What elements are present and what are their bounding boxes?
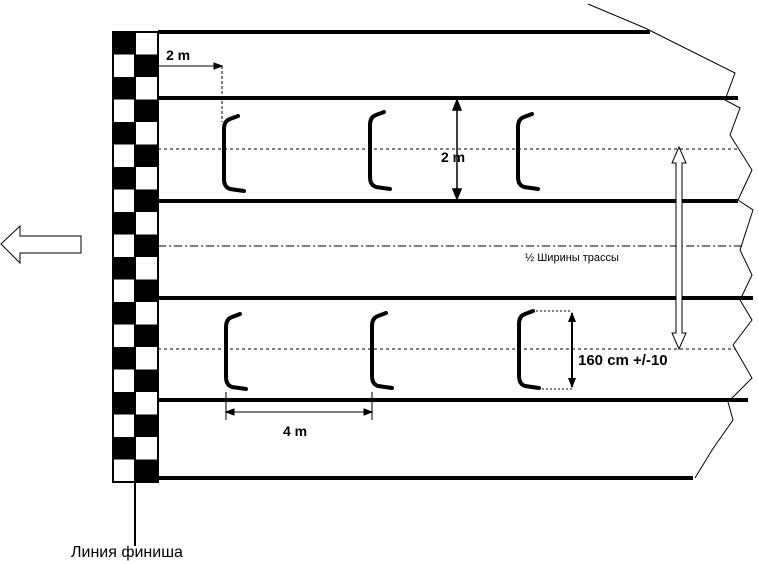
checker-square [113,99,136,122]
checker-square [135,99,158,122]
gates [222,110,541,391]
checker-square [135,369,158,392]
label-lane-width: 2 m [441,149,465,165]
checker-square [113,369,136,392]
dim-gate-spacing [224,392,374,420]
checker-square [135,257,158,280]
checker-square [113,437,136,460]
checker-square [113,32,136,55]
label-half-track: ½ Ширины трассы [525,252,619,264]
checker-square [113,347,136,370]
checker-square [113,54,136,77]
checker-square [135,212,158,235]
checker-square [135,279,158,302]
gate-bracket [517,309,541,390]
checker-square [135,189,158,212]
gate-bracket [368,110,392,191]
checker-square [135,414,158,437]
checker-square [135,122,158,145]
dim-lane-width [451,97,463,202]
label-gate-spacing: 4 m [283,423,307,439]
checkered-finish-strip [112,31,159,483]
checker-square [113,189,136,212]
left-arrow-icon [0,224,82,265]
checker-square [113,212,136,235]
checker-square [135,347,158,370]
gate-bracket [224,312,248,391]
label-finish-line: Линия финиша [71,544,183,561]
dim-half-track [671,145,687,351]
dim-2m-top [133,62,224,122]
torn-edge [587,3,754,479]
checker-square [113,122,136,145]
gate-bracket [370,311,394,390]
checker-square [113,77,136,100]
checker-square [113,234,136,257]
checker-square [113,414,136,437]
dim-gate-height [528,310,576,390]
checker-square [113,324,136,347]
checker-square [113,144,136,167]
checker-square [113,167,136,190]
checker-square [113,279,136,302]
checker-square [113,459,136,482]
checker-square [135,77,158,100]
checker-square [135,459,158,482]
checker-square [113,257,136,280]
label-gate-height: 160 cm +/-10 [578,352,668,369]
checker-square [135,302,158,325]
gate-bracket [516,112,540,191]
label-2m-top: 2 m [166,47,190,63]
checker-square [113,302,136,325]
checker-square [135,234,158,257]
checker-square [135,32,158,55]
checker-square [135,167,158,190]
checker-square [135,392,158,415]
lane-lines [158,30,753,480]
checker-square [135,437,158,460]
checker-square [135,324,158,347]
checker-square [113,392,136,415]
checker-square [135,144,158,167]
gate-bracket [222,114,246,193]
